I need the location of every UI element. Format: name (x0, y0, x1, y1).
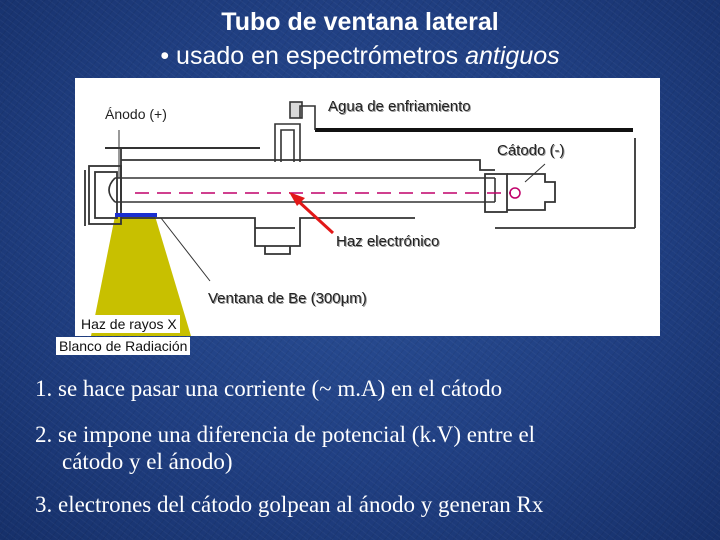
list-item-3: 3. electrones del cátodo golpean al ánod… (35, 491, 695, 518)
cathode-pointer (524, 163, 546, 183)
xray-tube-diagram: Ánodo (+) Agua de enfriamiento Cátodo (-… (75, 78, 660, 336)
tube-drawing (84, 101, 636, 336)
label-target: Blanco de Radiación (56, 337, 191, 355)
list-item-continuation: cátodo y el ánodo) (62, 449, 233, 474)
cathode-assembly (484, 138, 636, 229)
cooling-pipe (274, 101, 316, 162)
subtitle-prefix: • usado en espectrómetros (160, 42, 466, 70)
label-be-window: Ventana de Be (300μm) (208, 290, 367, 307)
label-xray-beam: Haz de rayos X (78, 315, 180, 333)
list-item-text: se impone una diferencia de potencial (k… (58, 422, 536, 447)
electron-beam-arrow (289, 192, 335, 235)
label-anode: Ánodo (+) (105, 106, 167, 122)
xray-cone (91, 216, 191, 336)
subtitle-emphasis: antiguos (465, 42, 560, 70)
label-cooling-water: Agua de enfriamiento (328, 98, 471, 115)
list-item-1: 1. se hace pasar una corriente (~ m.A) e… (35, 375, 695, 402)
anode-tube (108, 177, 496, 203)
list-item-number: 3. (35, 492, 53, 517)
list-item-text: se hace pasar una corriente (~ m.A) en e… (58, 376, 503, 401)
list-item-2: 2. se impone una diferencia de potencial… (35, 421, 695, 475)
slide-subtitle: • usado en espectrómetros antiguos (0, 42, 720, 71)
list-item-number: 1. (35, 376, 53, 401)
label-cathode: Cátodo (-) (497, 142, 565, 159)
list-item-number: 2. (35, 422, 53, 447)
list-item-text: electrones del cátodo golpean al ánodo y… (58, 492, 544, 517)
window-pointer (160, 217, 211, 282)
label-electron-beam: Haz electrónico (336, 233, 440, 250)
tube-housing (84, 148, 122, 226)
slide-title: Tubo de ventana lateral (221, 8, 499, 36)
